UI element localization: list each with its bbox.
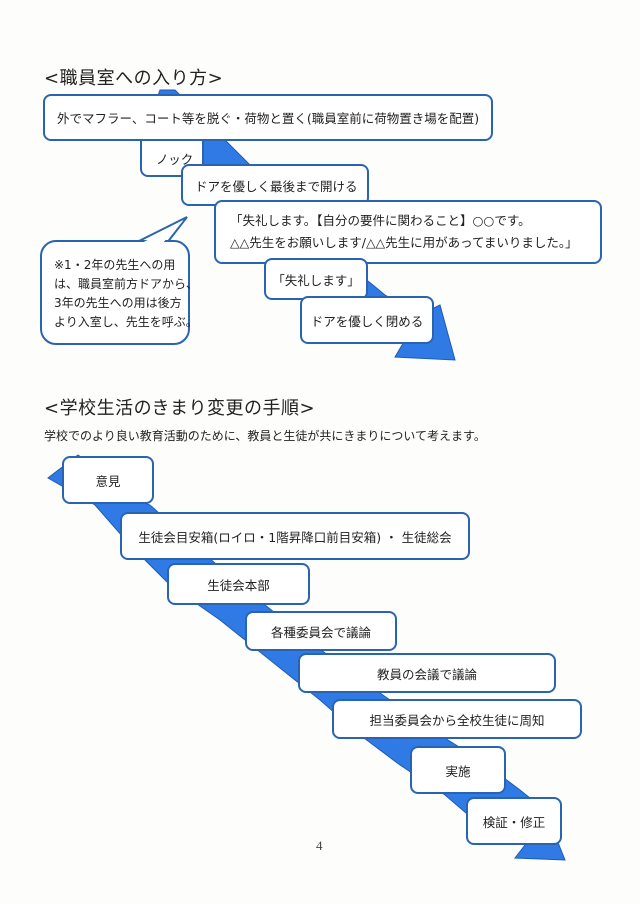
note-line: より入室し、先生を呼ぶ。	[54, 315, 198, 329]
step-box: 生徒会目安箱(ロイロ・1階昇降口前目安箱) ・ 生徒総会	[120, 512, 470, 560]
step-text: 外でマフラー、コート等を脱ぐ・荷物と置く(職員室前に荷物置き場を配置)	[57, 111, 480, 126]
step-text: 教員の会議で議論	[376, 666, 477, 682]
step-box: 実施	[410, 746, 506, 794]
step-text: △△先生をお願いします/△△先生に用があってまいりました。」	[230, 235, 578, 250]
step-text: ドアを優しく閉める	[310, 313, 424, 329]
step-text: 生徒会目安箱(ロイロ・1階昇降口前目安箱) ・ 生徒総会	[138, 529, 452, 545]
step-text: ノック	[156, 151, 194, 167]
step-box: 「失礼します。【自分の要件に関わること】○○です。 △△先生をお願いします/△△…	[214, 200, 602, 264]
step-box: 検証・修正	[466, 797, 562, 845]
step-text: 各種委員会で議論	[270, 624, 371, 640]
section2-heading: <学校生活のきまり変更の手順>	[44, 398, 316, 419]
step-box: 外でマフラー、コート等を脱ぐ・荷物と置く(職員室前に荷物置き場を配置)	[43, 94, 493, 141]
step-box: 生徒会本部	[167, 563, 310, 605]
section1-heading: <職員室への入り方>	[44, 68, 224, 89]
step-text: ドアを優しく最後まで開ける	[195, 178, 358, 194]
step-box: 教員の会議で議論	[298, 653, 556, 693]
note-line: ※1・2年の先生への用	[54, 258, 176, 272]
step-text: 実施	[445, 763, 471, 779]
note-line: は、職員室前方ドアから、	[54, 277, 199, 291]
step-text: 生徒会本部	[207, 577, 270, 593]
section2-intro: 学校でのより良い教育活動のために、教員と生徒が共にきまりについて考えます。	[44, 429, 486, 443]
step-text: 担当委員会から全校生徒に周知	[369, 712, 545, 728]
step-box: 担当委員会から全校生徒に周知	[332, 699, 582, 739]
step-box: ドアを優しく閉める	[300, 296, 434, 344]
note-callout: ※1・2年の先生への用 は、職員室前方ドアから、 3年の先生への用は後方 より入…	[40, 240, 199, 345]
step-text: 検証・修正	[482, 814, 546, 830]
step-text: 「失礼します。【自分の要件に関わること】○○です。	[230, 213, 531, 228]
step-text: 「失礼します」	[272, 272, 360, 288]
step-box: 意見	[62, 456, 154, 504]
step-box: 各種委員会で議論	[245, 611, 397, 651]
note-line: 3年の先生への用は後方	[54, 296, 182, 310]
step-text: 意見	[95, 473, 121, 489]
page-number: 4	[316, 838, 323, 853]
